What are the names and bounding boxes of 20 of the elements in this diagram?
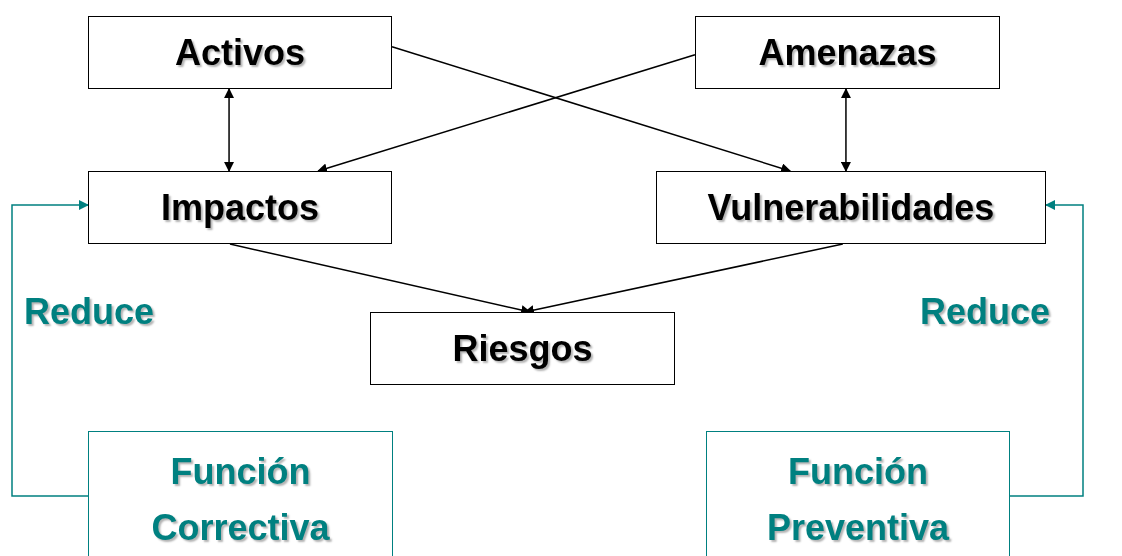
arrow bbox=[11, 200, 89, 497]
box-label: Activos bbox=[173, 30, 306, 75]
process-box bbox=[88, 171, 392, 244]
box-label: Vulnerabilidades bbox=[706, 185, 996, 230]
box-label: Impactos bbox=[159, 185, 320, 230]
process-box bbox=[88, 16, 392, 89]
edge-label: Reduce bbox=[920, 290, 1051, 334]
process-box bbox=[370, 312, 675, 385]
box-label: Riesgos bbox=[451, 326, 594, 371]
process-box bbox=[706, 431, 1010, 556]
process-box bbox=[695, 16, 1000, 89]
box-label: Función Correctiva bbox=[150, 450, 331, 550]
arrow bbox=[840, 88, 851, 172]
edge-label: Reduce bbox=[24, 290, 155, 334]
process-box bbox=[88, 431, 393, 556]
box-label: Función Preventiva bbox=[765, 450, 951, 550]
arrow bbox=[1009, 200, 1084, 497]
box-label: Amenazas bbox=[757, 30, 938, 75]
process-box bbox=[656, 171, 1046, 244]
arrow bbox=[224, 88, 235, 172]
